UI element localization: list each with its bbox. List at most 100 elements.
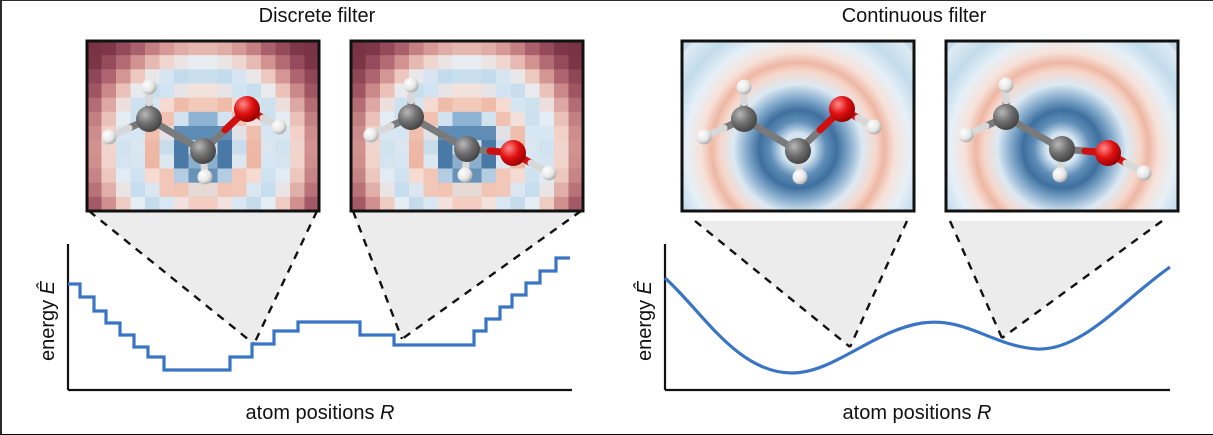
carbon-atom bbox=[136, 106, 162, 132]
filter-pixel bbox=[351, 97, 367, 113]
filter-pixel bbox=[481, 182, 497, 198]
filter-pixel bbox=[145, 196, 161, 211]
filter-pixel bbox=[290, 97, 306, 113]
filter-pixel bbox=[232, 55, 248, 70]
filter-pixel bbox=[246, 168, 262, 184]
filter-pixel bbox=[87, 41, 103, 56]
oxygen-atom bbox=[500, 140, 526, 166]
filter-pixel bbox=[351, 126, 367, 141]
filter-pixel bbox=[261, 182, 277, 198]
filter-image bbox=[351, 41, 583, 211]
filter-pixel bbox=[290, 140, 306, 155]
filter-pixel bbox=[174, 83, 190, 99]
filter-pixel bbox=[351, 168, 367, 184]
projection-line bbox=[88, 210, 255, 345]
filter-pixel bbox=[130, 55, 146, 70]
filter-pixel bbox=[423, 168, 439, 184]
filter-pixel bbox=[394, 126, 410, 141]
filter-pixel bbox=[452, 83, 468, 99]
filter-pixel bbox=[380, 140, 396, 155]
filter-image bbox=[87, 41, 319, 211]
filter-pixel bbox=[304, 140, 319, 155]
filter-pixel bbox=[380, 41, 396, 56]
panel-title-continuous: Continuous filter bbox=[842, 5, 987, 27]
filter-pixel bbox=[467, 196, 483, 211]
filter-pixel bbox=[423, 97, 439, 113]
filter-pixel bbox=[365, 41, 381, 56]
filter-pixel bbox=[159, 69, 175, 85]
filter-pixel bbox=[510, 97, 526, 113]
filter-pixel bbox=[159, 154, 175, 170]
filter-pixel bbox=[423, 55, 439, 70]
filter-pixel bbox=[568, 97, 583, 113]
filter-pixel bbox=[304, 182, 319, 198]
filter-pixel bbox=[554, 97, 570, 113]
filter-pixel bbox=[159, 196, 175, 211]
filter-pixel bbox=[539, 182, 555, 198]
filter-pixel bbox=[496, 182, 512, 198]
filter-pixel bbox=[275, 140, 291, 155]
filter-pixel bbox=[496, 111, 512, 127]
filter-pixel bbox=[525, 83, 541, 99]
filter-pixel bbox=[510, 55, 526, 70]
discrete-projection-1 bbox=[89, 211, 317, 344]
filter-pixel bbox=[467, 182, 483, 198]
filter-pixel bbox=[130, 182, 146, 198]
filter-pixel bbox=[510, 196, 526, 211]
filter-pixel bbox=[554, 154, 570, 170]
inset-frame bbox=[944, 39, 1180, 213]
filter-pixel bbox=[232, 154, 248, 170]
filter-pixel bbox=[525, 140, 541, 155]
filter-pixel bbox=[261, 140, 277, 155]
filter-pixel bbox=[351, 55, 367, 70]
filter-pixel bbox=[246, 69, 262, 85]
filter-pixel bbox=[246, 140, 262, 155]
filter-pixel bbox=[217, 97, 233, 113]
filter-pixel bbox=[351, 83, 367, 99]
filter-pixel bbox=[525, 126, 541, 141]
filter-pixel bbox=[275, 182, 291, 198]
filter-pixel bbox=[203, 55, 219, 70]
filter-pixel bbox=[438, 196, 454, 211]
continuous-projection-2 bbox=[950, 221, 1162, 338]
curves-layer bbox=[68, 256, 1171, 375]
filter-pixel bbox=[174, 154, 190, 170]
filter-pixel bbox=[554, 196, 570, 211]
filter-pixel bbox=[423, 140, 439, 155]
filter-pixel bbox=[554, 182, 570, 198]
filter-pixel bbox=[423, 41, 439, 56]
filter-pixel bbox=[496, 69, 512, 85]
filter-pixel bbox=[351, 111, 367, 127]
filter-pixel bbox=[409, 196, 425, 211]
filter-pixel bbox=[351, 154, 367, 170]
filter-pixel bbox=[409, 182, 425, 198]
filter-pixel bbox=[188, 182, 204, 198]
filter-pixel bbox=[217, 196, 233, 211]
filter-pixel bbox=[380, 182, 396, 198]
oxygen-atom bbox=[234, 96, 260, 122]
filter-pixel bbox=[409, 168, 425, 184]
filter-pixel bbox=[232, 69, 248, 85]
filter-pixel bbox=[568, 111, 583, 127]
filter-pixel bbox=[101, 83, 117, 99]
filter-pixel bbox=[87, 55, 103, 70]
filter-pixel bbox=[438, 154, 454, 170]
filter-pixel bbox=[275, 168, 291, 184]
discrete-projection-2 bbox=[353, 211, 581, 339]
filter-pixel bbox=[188, 41, 204, 56]
x-axis-label-continuous: atom positions R bbox=[843, 402, 992, 424]
filter-pixel bbox=[130, 168, 146, 184]
filter-pixel bbox=[496, 126, 512, 141]
filter-pixel bbox=[380, 97, 396, 113]
hydrogen-atom bbox=[958, 127, 974, 143]
filter-pixel bbox=[246, 154, 262, 170]
filter-pixel bbox=[159, 41, 175, 56]
filter-pixel bbox=[101, 196, 117, 211]
filter-pixel bbox=[145, 140, 161, 155]
projection-line bbox=[1001, 220, 1163, 339]
filter-pixel bbox=[290, 154, 306, 170]
filter-pixel bbox=[290, 55, 306, 70]
filter-pixel bbox=[568, 69, 583, 85]
filter-pixel bbox=[130, 69, 146, 85]
filter-pixel bbox=[304, 41, 319, 56]
